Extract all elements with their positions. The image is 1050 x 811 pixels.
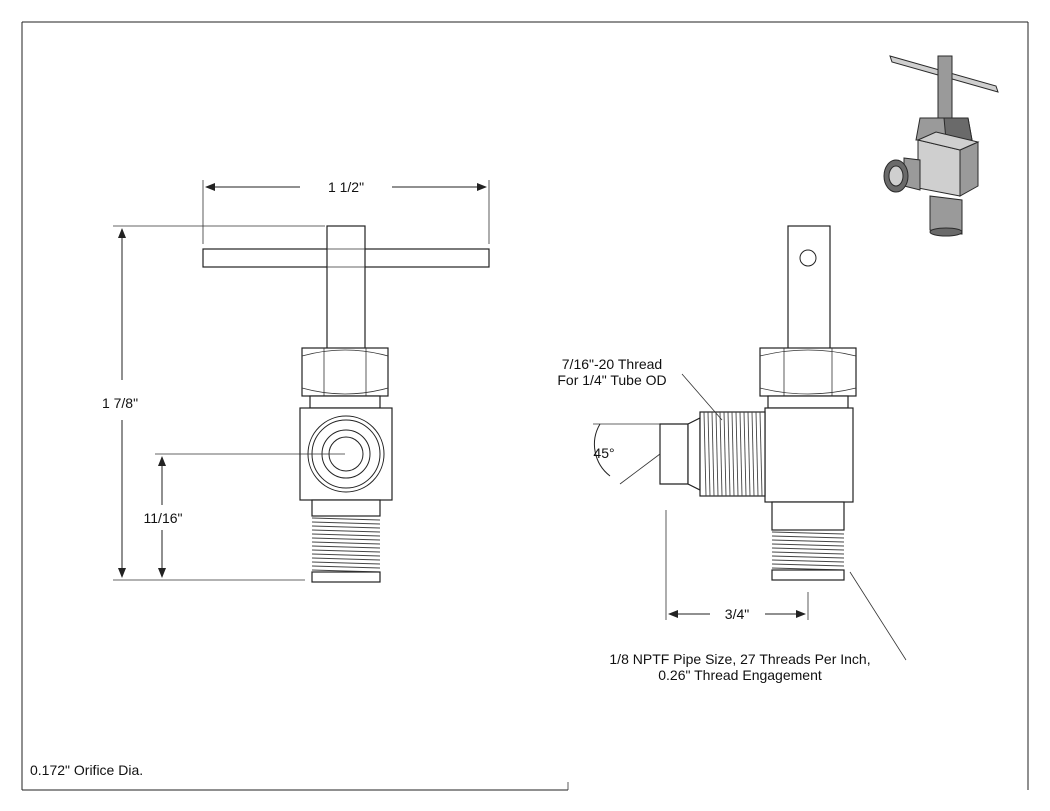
isometric-render xyxy=(883,55,999,237)
thread-line xyxy=(311,521,381,525)
thread-line xyxy=(727,411,731,497)
thread-line xyxy=(707,411,711,497)
port-height-dimension xyxy=(155,453,345,578)
thread-line xyxy=(771,535,845,539)
thread-line xyxy=(771,531,845,535)
thread-line xyxy=(311,517,381,521)
thread-line xyxy=(311,545,381,549)
thread-line xyxy=(759,411,763,497)
overall-height-label: 1 7/8" xyxy=(102,395,138,411)
sheet-border xyxy=(21,21,1029,791)
thread-line xyxy=(755,411,759,497)
angle-dimension xyxy=(593,423,661,485)
offset-label: 3/4" xyxy=(725,606,749,622)
pipe-thread-note-line1: 1/8 NPTF Pipe Size, 27 Threads Per Inch, xyxy=(609,651,870,667)
thread-line xyxy=(771,555,845,559)
handle-width-dimension xyxy=(202,180,490,244)
thread-line xyxy=(703,411,707,497)
side-view xyxy=(659,225,857,581)
thread-line xyxy=(711,411,715,497)
thread-line xyxy=(311,553,381,557)
thread-line xyxy=(715,411,719,497)
thread-line xyxy=(311,537,381,541)
thread-line xyxy=(739,411,743,497)
thread-line xyxy=(719,411,723,497)
thread-line xyxy=(311,549,381,553)
orifice-note: 0.172" Orifice Dia. xyxy=(30,762,143,778)
thread-line xyxy=(735,411,739,497)
thread-line xyxy=(751,411,755,497)
thread-line xyxy=(747,411,751,497)
thread-line xyxy=(771,547,845,551)
thread-line xyxy=(771,551,845,555)
overall-height-dimension xyxy=(113,225,325,581)
leader-lines xyxy=(681,373,907,661)
thread-line xyxy=(771,559,845,563)
thread-line xyxy=(723,411,727,497)
thread-line xyxy=(311,533,381,537)
thread-line xyxy=(311,525,381,529)
thread-line xyxy=(311,565,381,569)
flare-thread-note-line1: 7/16"-20 Thread xyxy=(562,356,662,372)
thread-line xyxy=(311,557,381,561)
port-height-label: 11/16" xyxy=(144,510,183,526)
pipe-thread-note-line2: 0.26" Thread Engagement xyxy=(658,667,822,683)
thread-line xyxy=(311,541,381,545)
front-view xyxy=(202,225,490,583)
thread-line xyxy=(731,411,735,497)
thread-line xyxy=(743,411,747,497)
thread-line xyxy=(311,529,381,533)
offset-dimension xyxy=(665,510,809,620)
thread-line xyxy=(771,563,845,567)
handle-width-label: 1 1/2" xyxy=(328,179,364,195)
thread-line xyxy=(311,561,381,565)
thread-line xyxy=(771,539,845,543)
flare-thread-note-line2: For 1/4" Tube OD xyxy=(557,372,666,388)
angle-label: 45° xyxy=(593,445,614,461)
thread-line xyxy=(771,543,845,547)
